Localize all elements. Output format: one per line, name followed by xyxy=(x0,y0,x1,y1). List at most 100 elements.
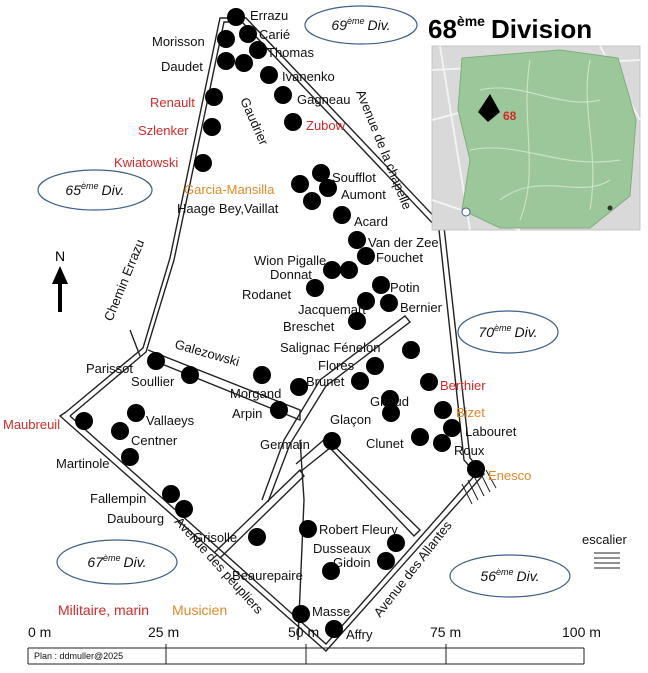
grave-dot xyxy=(366,357,384,375)
grave-label: Morgand xyxy=(230,386,281,401)
grave-szlenker: Szlenker xyxy=(138,118,221,138)
road-chemin-errazu: Chemin Errazu xyxy=(101,237,147,323)
grave-label: Bizet xyxy=(456,405,485,420)
grave-label: Gagneau xyxy=(297,92,351,107)
grave-gagneau: Gagneau xyxy=(274,86,351,107)
grave-dot xyxy=(357,292,375,310)
grave-maubreuil: Maubreuil xyxy=(3,412,93,432)
stairs-legend-label: escalier xyxy=(582,532,627,547)
grave-dot xyxy=(303,192,321,210)
grave-label: Garcia-Mansilla xyxy=(184,182,275,197)
grave-giraud: Giraud xyxy=(370,390,409,409)
grave-dot xyxy=(402,341,420,359)
grave-clunet: Clunet xyxy=(366,428,429,451)
grave-germain: Germain xyxy=(260,432,341,452)
grave-thomas: Thomas xyxy=(249,41,314,60)
grave-garcia-mansilla: Garcia-Mansilla xyxy=(184,175,309,197)
grave-label: Affry xyxy=(346,627,373,642)
grave-dot xyxy=(217,30,235,48)
grave-label: Martinole xyxy=(56,456,109,471)
grave-fallempin: Fallempin xyxy=(90,485,180,506)
grave-dot xyxy=(381,390,399,408)
grave-dot xyxy=(323,261,341,279)
grave-label: Ivanenko xyxy=(282,69,335,84)
grave-potin: Potin xyxy=(372,276,420,295)
grave-label: Van der Zee xyxy=(368,235,439,250)
grave-zubow: Zubow xyxy=(284,113,346,133)
grave-label: Germain xyxy=(260,437,310,452)
grave-arpin: Arpin xyxy=(232,401,288,421)
grave-label: Robert Fleury xyxy=(319,522,398,537)
grave-dot xyxy=(387,534,405,552)
grave-daudet: Daudet xyxy=(161,52,235,74)
grave-morgand: Morgand xyxy=(230,366,281,401)
stairs-legend: escalier xyxy=(582,532,627,569)
grave-dot xyxy=(348,312,366,330)
grave-aumont: Aumont xyxy=(319,179,386,202)
grave-dot xyxy=(249,41,267,59)
credit-label: Plan : ddmuller@2025 xyxy=(34,651,123,661)
grave-label: Labouret xyxy=(465,424,517,439)
grave-dot xyxy=(75,412,93,430)
grave-dot xyxy=(372,276,390,294)
grave-label: Jacquemart xyxy=(298,302,366,317)
grave-dot xyxy=(340,261,358,279)
grave-roux: Roux xyxy=(433,434,485,458)
grave-errazu: Errazu xyxy=(227,8,288,26)
grave-ivanenko: Ivanenko xyxy=(260,66,335,84)
grave-brunet: Brunet xyxy=(306,372,369,390)
grave-dot xyxy=(443,419,461,437)
grave-dot xyxy=(205,88,223,106)
grave-dot xyxy=(121,448,139,466)
grave-dot xyxy=(290,378,308,396)
grave-soullier: Soullier xyxy=(131,366,199,389)
grave-label: Renault xyxy=(150,95,195,110)
grave-masse: Masse xyxy=(292,604,350,623)
grave-dot xyxy=(217,52,235,70)
grave-label: Dusseaux xyxy=(313,541,371,556)
grave-grisolle: Grisolle xyxy=(193,528,266,546)
grave-dot xyxy=(357,247,375,265)
grave-vallaeys: Vallaeys xyxy=(127,404,195,428)
grave-dot xyxy=(319,179,337,197)
grave-dot xyxy=(348,231,366,249)
grave-label: Clunet xyxy=(366,436,404,451)
grave-label: Rodanet xyxy=(242,287,292,302)
grave-label: Berthier xyxy=(440,378,486,393)
grave-label: Soullier xyxy=(131,374,175,389)
grave-label: Masse xyxy=(312,604,350,619)
grave-dot xyxy=(434,401,452,419)
grave-label: Roux xyxy=(454,443,485,458)
grave-bernier: Bernier xyxy=(380,294,443,315)
grave-dot xyxy=(284,113,302,131)
grave-label: Salignac Fénelon xyxy=(280,340,380,355)
grave-dot xyxy=(239,25,257,43)
svg-text:N: N xyxy=(55,248,65,264)
grave-label: Fouchet xyxy=(376,250,423,265)
grave-haage-bey-vaillat: Haage Bey,Vaillat xyxy=(177,192,321,216)
grave-affry: Affry xyxy=(325,620,373,642)
grave-parissot: Parissot xyxy=(86,352,165,376)
grave-dot xyxy=(377,552,395,570)
graves-layer: ErrazuCariéMorissonThomasDaudetIvanenkoG… xyxy=(3,8,531,642)
grave-glacon: Glaçon xyxy=(330,404,400,427)
grave-label: Soufflot xyxy=(332,170,376,185)
scale-tick-75: 75 m xyxy=(430,624,461,640)
grave-dot xyxy=(292,605,310,623)
grave-acard: Acard xyxy=(333,206,388,229)
grave-label: Haage Bey,Vaillat xyxy=(177,201,279,216)
scale-tick-25: 25 m xyxy=(148,624,179,640)
grave-carie: Carié xyxy=(239,25,290,43)
grave-daubourg: Daubourg xyxy=(107,500,193,526)
grave-dot xyxy=(181,366,199,384)
grave-dot xyxy=(147,352,165,370)
grave-label: Acard xyxy=(354,214,388,229)
grave-dot xyxy=(312,164,330,182)
